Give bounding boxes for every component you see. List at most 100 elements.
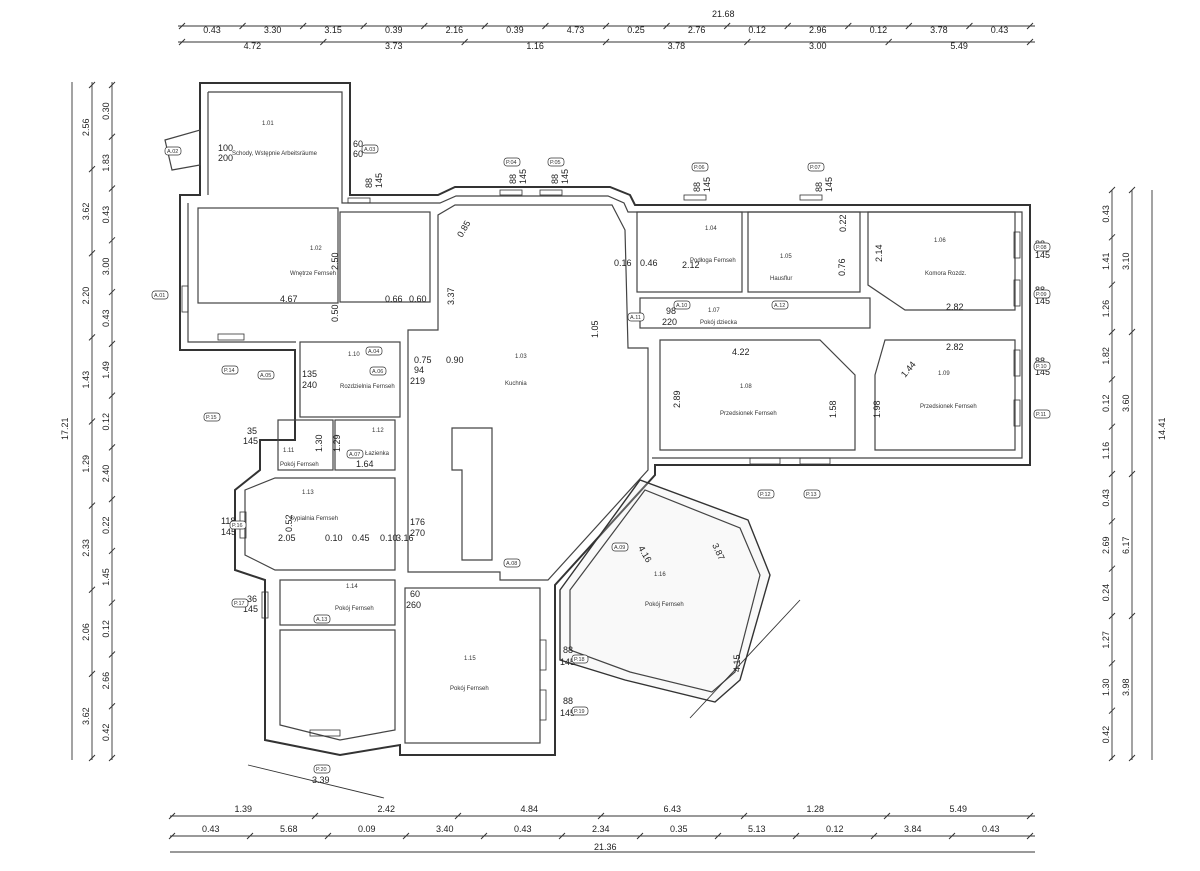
wall-tag-25: A.09 [614,545,625,551]
opening-20-h: 145 [243,436,258,446]
room-1-04: 1.04 Podłoga Fernseh [690,226,736,264]
opening-19-h: 220 [662,317,677,327]
room-1-05-name: Hausflur [770,276,792,282]
room-1-11-name: Pokój Fernseh [280,462,319,468]
dim-top-row1-7: 0.25 [627,25,645,35]
wall-tag-box-7 [1033,409,1051,419]
dim-left-outer-7: 3.62 [81,707,91,725]
dim-top-row2-5: 5.49 [950,41,968,51]
opening-11-h: 145 [221,527,236,537]
dim-diag-left: 3.39 [312,775,330,785]
dim-left-inner-0: 0.30 [101,102,111,120]
wall-tag-27: A.11 [630,315,641,321]
wall-tag-box-3 [807,162,825,172]
dim-left-inner-12: 0.42 [101,724,111,742]
room-1-07-id: 1.07 [708,308,720,314]
opening-14-w: 88 [563,696,573,706]
wall-tag-0: P.04 [506,160,517,166]
dim-top-row2-0: 4.72 [244,41,262,51]
dim-left-inner-5: 1.49 [101,361,111,379]
dim-top-row1-8: 2.76 [688,25,706,35]
wall-tag-box-5 [1033,289,1051,299]
room-1-10-id: 1.10 [348,352,360,358]
wall-tag-5: P.09 [1036,292,1047,298]
dim-422: 4.22 [732,347,750,357]
dim-top-total: 21.68 [712,9,735,19]
room-1-10-name: Rozdzielnia Fernseh [340,384,395,390]
room-1-13-id: 1.13 [302,490,314,496]
dim-bottom-row2-7: 5.13 [748,824,766,834]
room-1-06: 1.06 Komora Rozdz. [925,238,967,277]
room-1-14-id: 1.14 [346,584,358,590]
opening-1-h: 200 [218,153,233,163]
dim-top-row1-9: 0.12 [748,25,766,35]
dim-right-outer-2: 6.17 [1121,536,1131,554]
dim-right-outer-1: 3.60 [1121,394,1131,412]
dim-bottom-total: 21.36 [594,842,617,852]
dim-bottom-row2-6: 0.35 [670,824,688,834]
room-1-03-name: Kuchnia [505,381,527,387]
opening-2-w: 60 [353,139,363,149]
opening-19-w: 98 [666,306,676,316]
dim-bottom-row2-2: 0.09 [358,824,376,834]
wall-tag-15: P.19 [574,709,585,715]
wall-tag-26: A.10 [676,303,687,309]
room-1-06-id: 1.06 [934,238,946,244]
dim-bottom-row1-2: 4.84 [521,804,539,814]
wall-tag-18: A.02 [167,149,178,155]
dim-bottom-row2-1: 5.68 [280,824,298,834]
dim-bottom-row2-0: 0.43 [202,824,220,834]
right-inner-ticks: 0.431.411.261.820.121.160.432.690.241.27… [1101,186,1116,762]
dim-bottom-row2-8: 0.12 [826,824,844,834]
wall-tag-22: A.06 [372,369,383,375]
dim-316: 3.16 [396,533,414,543]
dim-105: 1.05 [590,320,600,338]
dim-right-total: 14.41 [1157,417,1167,440]
dim-282b: 2.82 [946,342,964,352]
room-1-06-name: Komora Rozdz. [925,271,967,277]
wall-tag-box-23 [346,449,364,459]
dim-right-outer-0: 3.10 [1121,252,1131,270]
room-1-15: 1.15 Pokój Fernseh [450,656,489,692]
dim-016: 0.16 [614,258,632,268]
opening-14-h: 145 [560,708,575,718]
dim-075: 0.75 [414,355,432,365]
opening-18-w: 60 [410,589,420,599]
dim-bottom-row2-4: 0.43 [514,824,532,834]
opening-5-w: 88 [550,174,560,184]
opening-18-h: 260 [406,600,421,610]
dim-282a: 2.82 [946,302,964,312]
wall-tag-box-10 [221,365,239,375]
dim-205: 2.05 [278,533,296,543]
dim-144: 1.44 [899,359,918,379]
dim-bottom-row2-9: 3.84 [904,824,922,834]
opening-17-h: 270 [410,528,425,538]
dim-left-inner-7: 2.40 [101,465,111,483]
dim-left-outer-5: 2.33 [81,539,91,557]
dim-bottom-row2-3: 3.40 [436,824,454,834]
dim-010a: 0.10 [325,533,343,543]
dim-right-inner-8: 0.24 [1101,584,1111,602]
dim-129: 1.29 [332,434,342,452]
dim-top-row2-4: 3.00 [809,41,827,51]
dim-left-outer-0: 2.56 [81,119,91,137]
opening-4-w: 88 [508,174,518,184]
room-1-02-name: Wnętrze Fernseh [290,271,336,277]
dim-bottom-row1-3: 6.43 [664,804,682,814]
wall-tag-13: P.17 [234,601,245,607]
dim-022: 0.22 [838,214,848,232]
room-1-16-name: Pokój Fernseh [645,602,684,608]
opening-12-w: 36 [247,594,257,604]
